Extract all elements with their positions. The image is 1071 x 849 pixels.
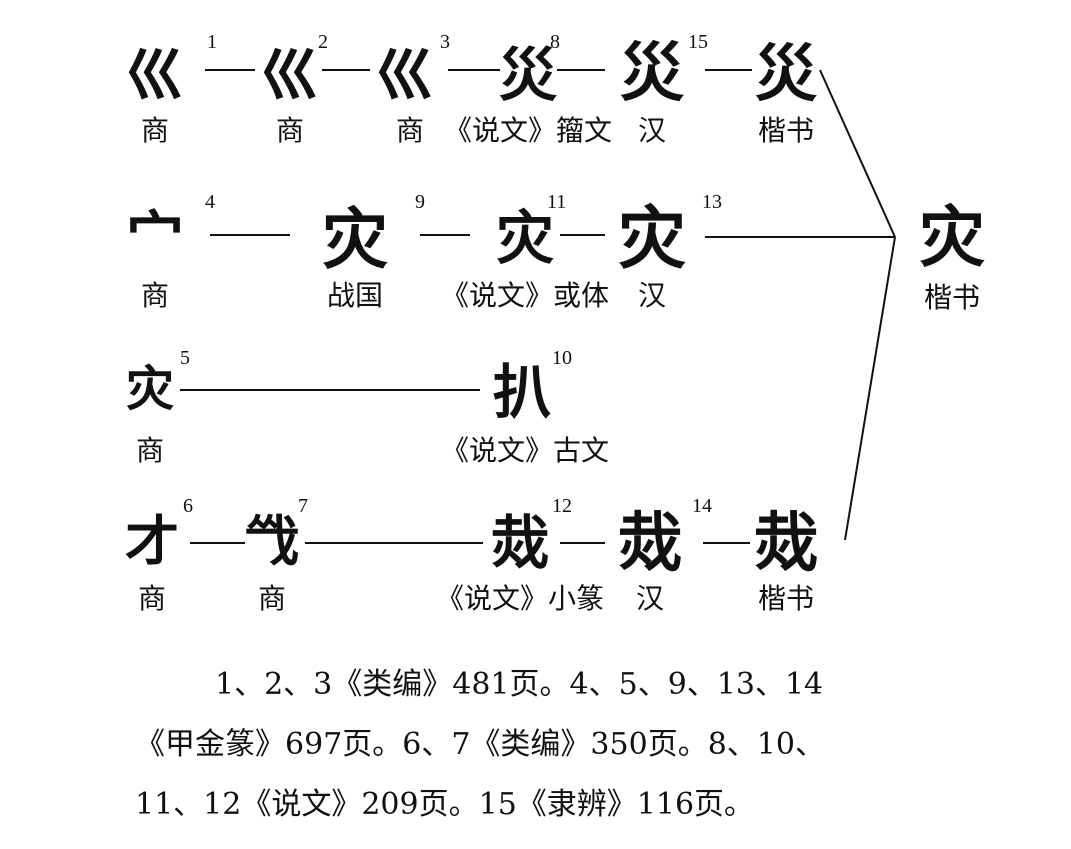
svg-text:2: 2: [318, 31, 328, 53]
glyph-1: 巛 1 商: [126, 31, 217, 147]
connector: [844, 236, 896, 541]
glyph-10: 扒 10 《说文》古文: [441, 347, 609, 467]
svg-text:灾: 灾: [618, 199, 686, 279]
svg-text:商: 商: [136, 434, 164, 467]
svg-text:㦰: 㦰: [245, 509, 299, 573]
svg-text:汉: 汉: [638, 279, 666, 312]
svg-text:3: 3: [440, 31, 450, 53]
caption-line-2: 《甲金篆》697页。6、7《类编》350页。8、10、: [135, 727, 825, 762]
glyph-3: 巛 3 商: [376, 31, 450, 147]
svg-text:5: 5: [180, 347, 190, 369]
svg-text:商: 商: [396, 114, 424, 147]
svg-text:1: 1: [207, 31, 217, 53]
source-caption: 1、2、3《类编》481页。4、5、9、13、14 《甲金篆》697页。6、7《…: [135, 655, 1015, 835]
glyph-2: 巛 2 商: [261, 31, 328, 147]
connector: [819, 69, 896, 238]
svg-text:11: 11: [547, 191, 566, 213]
glyph-12: 烖 12 《说文》小篆: [436, 495, 604, 615]
svg-text:烖: 烖: [754, 506, 818, 581]
glyph-9: 灾 9 战国: [322, 191, 425, 312]
svg-text:災: 災: [620, 36, 684, 111]
svg-text:扒: 扒: [493, 358, 551, 426]
svg-text:楷书: 楷书: [758, 114, 814, 147]
svg-text:13: 13: [702, 191, 722, 213]
caption-line-1: 1、2、3《类编》481页。4、5、9、13、14: [215, 667, 824, 702]
svg-text:战国: 战国: [327, 279, 383, 312]
svg-text:巛: 巛: [126, 41, 184, 109]
glyph-kaishu-zai-final: 灾 楷书: [919, 198, 985, 314]
svg-text:才: 才: [125, 509, 179, 573]
svg-text:灾: 灾: [919, 198, 985, 276]
glyph-4: 宀 4 商: [126, 191, 215, 312]
svg-text:《说文》或体: 《说文》或体: [441, 279, 609, 312]
svg-text:災: 災: [499, 41, 557, 109]
svg-text:12: 12: [552, 495, 572, 517]
svg-text:《说文》古文: 《说文》古文: [441, 434, 609, 467]
svg-text:災: 災: [755, 37, 817, 110]
svg-text:商: 商: [258, 582, 286, 615]
svg-text:10: 10: [552, 347, 572, 369]
svg-text:商: 商: [138, 582, 166, 615]
svg-text:14: 14: [692, 495, 712, 517]
glyph-11: 灾 11 《说文》或体: [441, 191, 609, 312]
svg-text:灾: 灾: [496, 204, 554, 272]
svg-text:楷书: 楷书: [758, 582, 814, 615]
svg-text:烖: 烖: [491, 509, 549, 577]
svg-text:烖: 烖: [618, 506, 682, 581]
caption-line-3: 11、12《说文》209页。15《隶辨》116页。: [135, 787, 755, 822]
svg-text:7: 7: [298, 495, 308, 517]
glyph-15: 災 15 汉: [620, 31, 708, 147]
svg-text:巛: 巛: [376, 41, 434, 109]
glyph-5: 灾 5 商: [126, 347, 190, 467]
svg-text:9: 9: [415, 191, 425, 213]
svg-text:4: 4: [205, 191, 215, 213]
glyph-6: 才 6 商: [125, 495, 193, 615]
character-evolution-diagram: 巛 1 商 巛 2 商 巛 3 商 災 8 《说文》籀文 災 15 汉 災 楷书…: [125, 31, 985, 615]
svg-text:《说文》籀文: 《说文》籀文: [444, 114, 612, 147]
svg-text:6: 6: [183, 495, 193, 517]
glyph-14: 烖 14 汉: [618, 495, 712, 615]
glyph-kaishu-zai-top: 災 楷书: [755, 37, 817, 147]
glyph-13: 灾 13 汉: [618, 191, 722, 312]
svg-text:灾: 灾: [126, 361, 174, 417]
svg-text:商: 商: [141, 114, 169, 147]
svg-text:商: 商: [276, 114, 304, 147]
svg-text:楷书: 楷书: [924, 281, 980, 314]
glyph-kaishu-zai-bottom: 烖 楷书: [754, 506, 818, 615]
svg-text:巛: 巛: [261, 41, 319, 109]
svg-text:商: 商: [141, 279, 169, 312]
svg-text:15: 15: [688, 31, 708, 53]
svg-text:宀: 宀: [126, 204, 184, 272]
glyph-7: 㦰 7 商: [245, 495, 308, 615]
glyph-8: 災 8 《说文》籀文: [444, 31, 612, 147]
svg-text:汉: 汉: [638, 114, 666, 147]
svg-text:《说文》小篆: 《说文》小篆: [436, 582, 604, 615]
svg-text:汉: 汉: [636, 582, 664, 615]
svg-text:灾: 灾: [322, 200, 388, 278]
svg-text:8: 8: [550, 31, 560, 53]
